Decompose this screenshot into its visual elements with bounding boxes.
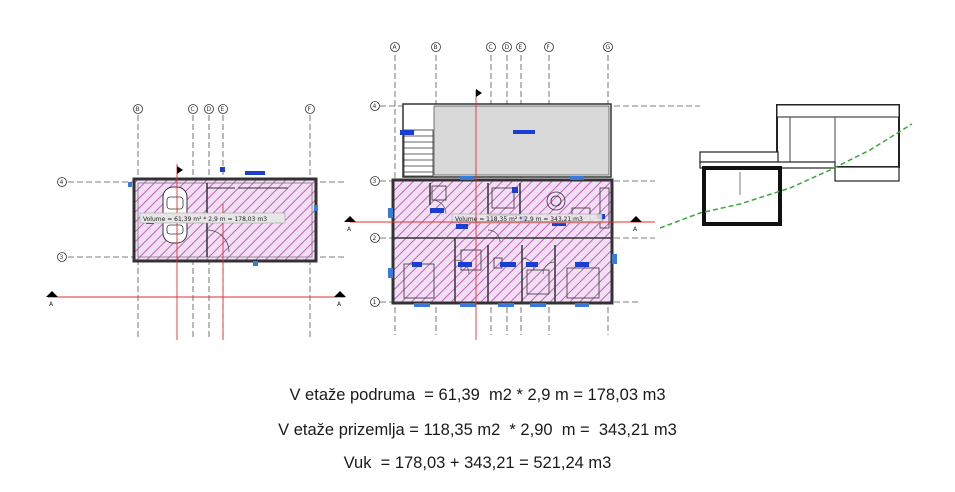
calc-total-volume: Vuk = 178,03 + 343,21 = 521,24 m3: [343, 454, 612, 472]
calc-basement-volume: V etaže podruma = 61,39 m2 * 2,9 m = 178…: [289, 386, 666, 404]
section-mark-a-right: A: [337, 301, 342, 308]
basement-grid-label-d: D: [207, 106, 212, 113]
basement-grid-label-f: F: [308, 106, 312, 113]
terrain-line: [659, 123, 913, 229]
ground-grid-label-3: 3: [373, 178, 377, 185]
ground-grid-label-g: G: [606, 44, 611, 51]
section-mark-a-left: A: [49, 301, 54, 308]
ground-window-tags: [388, 176, 617, 307]
ground-grid-label-e: E: [519, 44, 523, 51]
ground-floor-plan: A B C D E F G 4 3 2 1: [344, 42, 700, 340]
ground-grid-label-a: A: [393, 44, 398, 51]
section-mark-a-ground-left: A: [347, 226, 352, 233]
stairs-icon: [403, 129, 434, 177]
basement-grid-bubbles: B C D E F 4 3: [57, 104, 315, 262]
basement-volume-tag: Volume = 61,39 m² * 2,9 m = 178,03 m3: [143, 216, 267, 223]
ground-grid-label-2: 2: [373, 235, 377, 242]
basement-section-line: A A: [46, 164, 346, 340]
ground-grid-label-1: 1: [373, 299, 377, 306]
basement-grid-label-c: C: [191, 106, 195, 113]
ground-section-line: A A: [344, 89, 655, 340]
ground-volume-tag: Volume = 118,35 m² * 2,9 m = 343,21 m3: [455, 216, 583, 223]
terrace-roof: [433, 105, 610, 176]
ground-grid-label-4: 4: [373, 103, 377, 110]
ground-grid-label-c: C: [489, 44, 493, 51]
ground-grid-label-f: F: [547, 44, 551, 51]
basement-grid-label-b: B: [136, 106, 140, 113]
basement-grid-label-e: E: [221, 106, 225, 113]
ground-interior-walls: [393, 183, 612, 303]
ground-grid-label-d: D: [505, 44, 510, 51]
ground-grid-bubbles: A B C D E F G 4 3 2 1: [370, 42, 613, 307]
section-mark-a-ground-right: A: [633, 226, 638, 233]
watermark-logo: ◦ ◦ ◦ ◦ ◦: [440, 227, 508, 246]
basement-grid-label-4: 4: [60, 179, 64, 186]
ground-furniture: [403, 185, 610, 299]
ground-grid-label-b: B: [434, 44, 438, 51]
calc-ground-volume: V etaže prizemlja = 118,35 m2 * 2,90 m =…: [278, 421, 677, 439]
basement-plan: B C D E F 4 3 A A: [46, 104, 346, 340]
basement-grid-label-3: 3: [60, 254, 64, 261]
building-section: [659, 104, 913, 229]
